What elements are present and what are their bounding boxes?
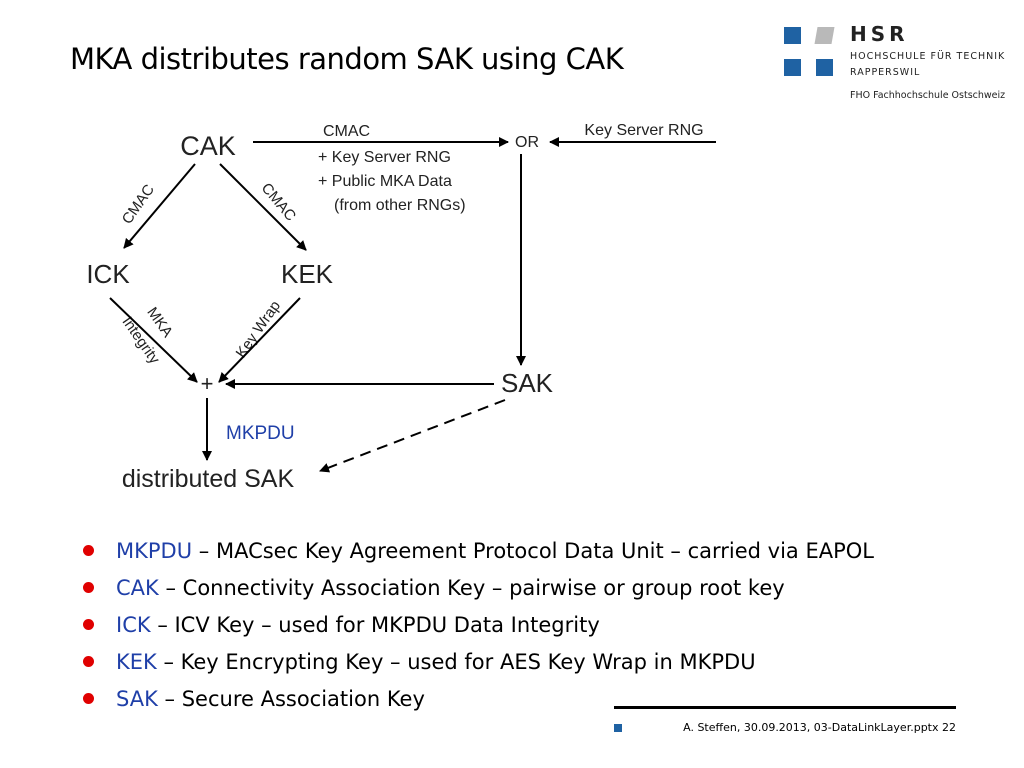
list-item: ICK – ICV Key – used for MKPDU Data Inte…: [82, 607, 874, 644]
arrow-kek-to-plus: [218, 297, 301, 383]
bullet-icon: [83, 656, 94, 667]
arrow-cak-to-kek: [219, 163, 307, 251]
label-mkpdu: MKPDU: [226, 423, 295, 444]
bullet-icon: [83, 582, 94, 593]
list-item: MKPDU – MACsec Key Agreement Protocol Da…: [82, 533, 874, 570]
footer-square-icon: [614, 724, 622, 732]
logo-square: [784, 27, 801, 44]
logo-subtitle-line2: RAPPERSWIL: [850, 67, 921, 78]
label-key-server-rng: Key Server RNG: [584, 122, 703, 139]
logo-subtitle-line1: HOCHSCHULE FÜR TECHNIK: [850, 51, 1006, 62]
definition-text: – MACsec Key Agreement Protocol Data Uni…: [192, 539, 874, 563]
node-distributed-sak: distributed SAK: [122, 465, 295, 493]
logo-square: [784, 59, 801, 76]
arrow-sak-to-distributed: [319, 399, 506, 473]
logo-square: [816, 59, 833, 76]
arrow-ick-to-plus: [109, 297, 198, 383]
footer-text: A. Steffen, 30.09.2013, 03-DataLinkLayer…: [683, 721, 956, 734]
bullet-icon: [83, 545, 94, 556]
definitions-list: MKPDU – MACsec Key Agreement Protocol Da…: [82, 533, 874, 718]
key-hierarchy-diagram: CAK ICK KEK OR SAK + distributed SAK Key…: [86, 122, 716, 493]
definition-term: ICK: [116, 613, 151, 637]
node-sak: SAK: [501, 368, 554, 398]
definition-term: KEK: [116, 650, 157, 674]
label-key-wrap: Key Wrap: [233, 298, 285, 361]
logo-subtitle-line3: FHO Fachhochschule Ostschweiz: [850, 90, 1006, 101]
slide-title: MKA distributes random SAK using CAK: [70, 42, 624, 76]
label-cmac-public: + Public MKA Data: [318, 173, 452, 190]
node-cak: CAK: [180, 131, 236, 161]
definition-term: MKPDU: [116, 539, 193, 563]
node-plus: +: [201, 371, 214, 396]
hsr-logo: HSR HOCHSCHULE FÜR TECHNIK RAPPERSWIL FH…: [784, 22, 1014, 104]
definition-term: CAK: [116, 576, 159, 600]
node-kek: KEK: [281, 259, 334, 289]
bullet-icon: [83, 619, 94, 630]
label-cmac-other: (from other RNGs): [334, 197, 466, 214]
footer-divider: [614, 706, 956, 709]
list-item: CAK – Connectivity Association Key – pai…: [82, 570, 874, 607]
definition-text: – Connectivity Association Key – pairwis…: [158, 576, 785, 600]
arrow-cak-to-ick: [123, 163, 196, 249]
list-item: KEK – Key Encrypting Key – used for AES …: [82, 644, 874, 681]
definition-text: – Secure Association Key: [157, 687, 425, 711]
list-item: SAK – Secure Association Key: [82, 681, 874, 718]
bullet-icon: [83, 693, 94, 704]
node-or: OR: [515, 134, 539, 151]
definition-text: – Key Encrypting Key – used for AES Key …: [156, 650, 756, 674]
definition-term: SAK: [116, 687, 158, 711]
logo-name: HSR: [850, 22, 909, 46]
definition-text: – ICV Key – used for MKPDU Data Integrit…: [150, 613, 600, 637]
label-cmac-right: CMAC: [258, 180, 300, 225]
label-cmac-left: CMAC: [119, 181, 158, 227]
label-cmac-top: CMAC: [323, 123, 370, 140]
label-cmac-rng: + Key Server RNG: [318, 149, 451, 166]
node-ick: ICK: [86, 259, 130, 289]
